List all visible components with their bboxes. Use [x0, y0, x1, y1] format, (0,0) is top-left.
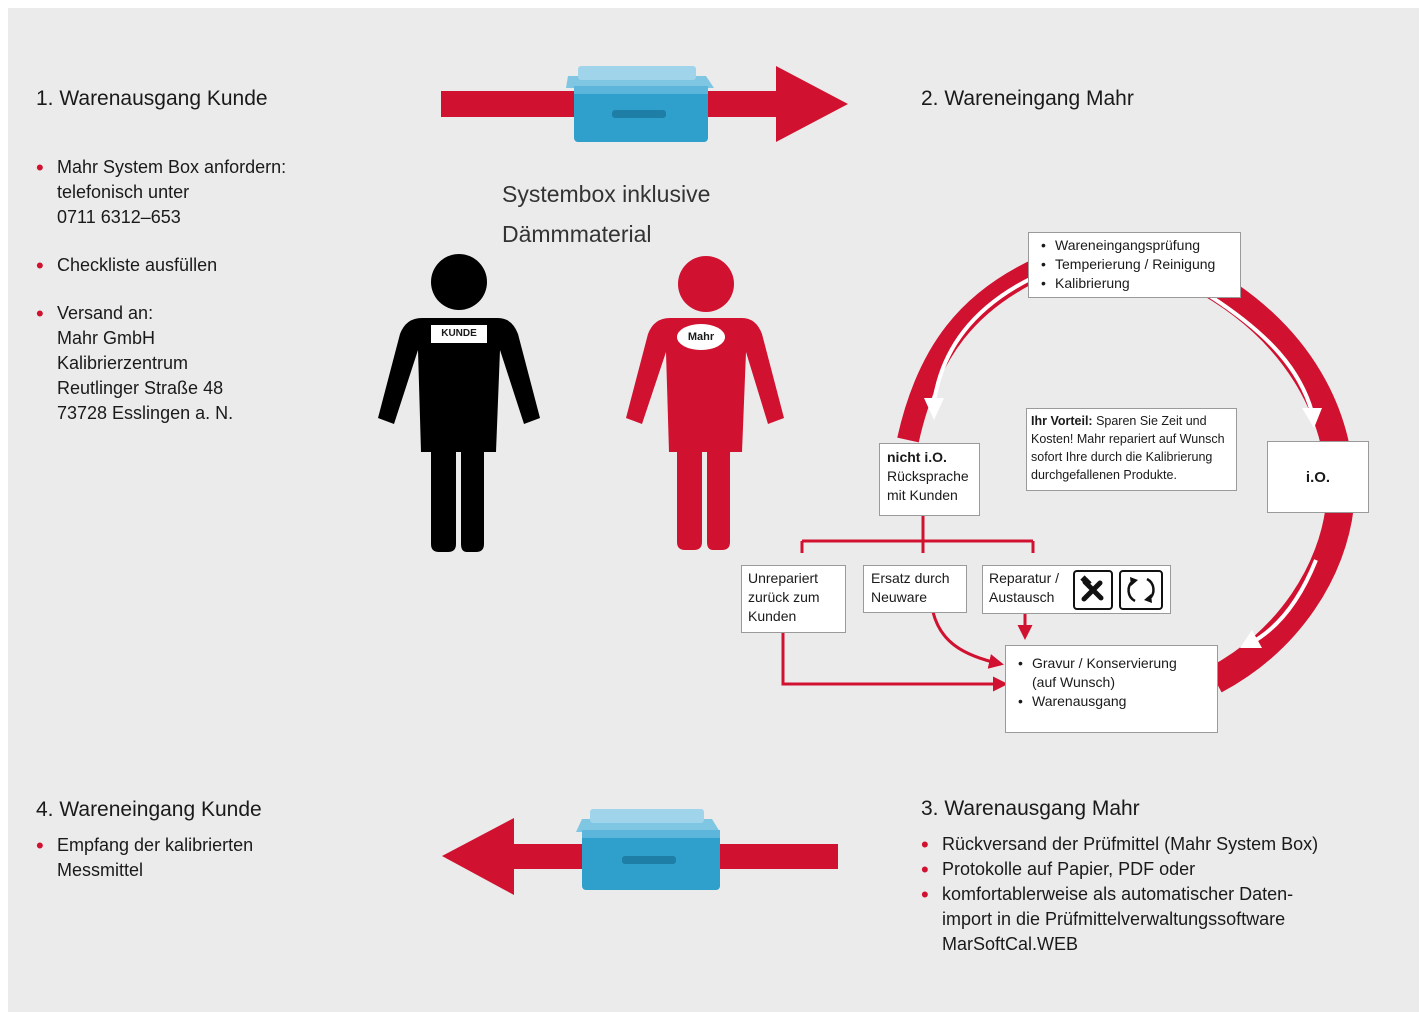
list-item: Gravur / Konservierung (auf Wunsch) [1018, 654, 1209, 692]
mahr-badge [677, 324, 725, 350]
step2-title: 2. Wareneingang Mahr [921, 87, 1134, 110]
list-item: Kalibrierung [1041, 274, 1232, 293]
list-item: Checkliste ausfüllen [36, 253, 336, 278]
cycle-arc-left [897, 257, 1045, 443]
list-item: Empfang der kalibrierten Messmittel [36, 833, 336, 883]
mahr-label: Mahr [687, 331, 715, 343]
systembox-caption: Systembox inklusive Dämmmaterial [502, 181, 711, 247]
customer-badge [431, 325, 487, 343]
advantage-box: Ihr Vorteil: Sparen Sie Zeit und Kosten!… [1026, 408, 1237, 491]
list-item: Mahr System Box anfordern: telefonisch u… [36, 155, 336, 230]
replacement-box: Ersatz durch Neuware [863, 565, 967, 613]
step1-list: Mahr System Box anfordern: telefonisch u… [36, 155, 336, 426]
step3-title: 3. Warenausgang Mahr [921, 797, 1140, 820]
systembox-icon [576, 809, 720, 890]
systembox-icon [566, 66, 714, 142]
ok-box: i.O. [1267, 441, 1369, 513]
unrepaired-box: Unrepariert zurück zum Kunden [741, 565, 846, 633]
person-icon [378, 254, 540, 552]
step4-list: Empfang der kalibrierten Messmittel [36, 833, 336, 883]
list-item: Temperierung / Reinigung [1041, 255, 1232, 274]
list-item: Warenausgang [1018, 692, 1209, 711]
incoming-inspection-box: Wareneingangsprüfung Temperierung / Rein… [1028, 232, 1241, 298]
customer-label: KUNDE [441, 328, 477, 339]
list-item: komfortablerweise als automatischer Date… [921, 882, 1401, 957]
not-ok-box: nicht i.O. Rücksprache mit Kunden [879, 443, 980, 516]
person-icon [626, 256, 784, 550]
tools-icon [1073, 570, 1113, 610]
list-item: Wareneingangsprüfung [1041, 236, 1232, 255]
step1-title: 1. Warenausgang Kunde [36, 87, 268, 110]
output-box: Gravur / Konservierung (auf Wunsch) Ware… [1005, 645, 1218, 733]
step4-title: 4. Wareneingang Kunde [36, 798, 262, 821]
option-connectors [781, 515, 1035, 692]
exchange-icon [1119, 570, 1163, 610]
list-item: Rückversand der Prüfmittel (Mahr System … [921, 832, 1401, 857]
step3-list: Rückversand der Prüfmittel (Mahr System … [921, 832, 1401, 957]
list-item: Versand an: Mahr GmbH Kalibrierzentrum R… [36, 301, 336, 426]
list-item: Protokolle auf Papier, PDF oder [921, 857, 1401, 882]
